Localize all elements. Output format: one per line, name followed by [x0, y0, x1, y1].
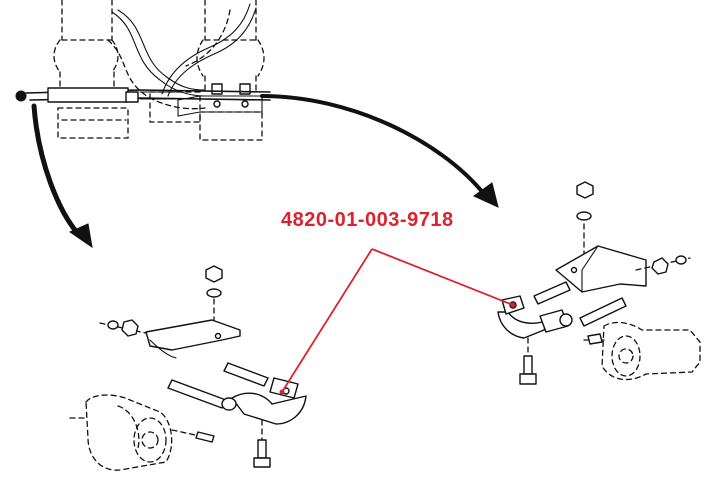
- leader-dot-left: [279, 389, 285, 395]
- top-assembly: [15, 0, 271, 141]
- leader-line-right: [371, 248, 514, 306]
- leader-dot-right: [510, 302, 516, 308]
- part-number-label: 4820-01-003-9718: [281, 209, 454, 231]
- left-exploded-view: [69, 265, 307, 471]
- leader-line-left: [281, 248, 373, 393]
- arrow-right: [260, 94, 499, 208]
- callout-leaders: [279, 248, 516, 395]
- right-exploded-view: [497, 181, 701, 385]
- arrow-left: [31, 103, 93, 249]
